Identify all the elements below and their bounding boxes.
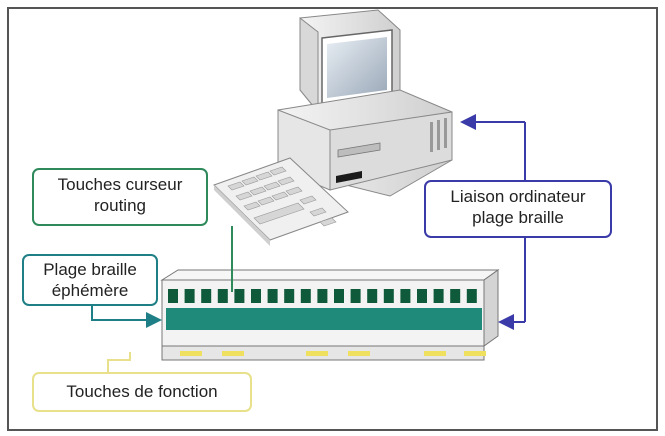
function-key <box>306 351 328 356</box>
callout-touches-de-fonction: Touches de fonction <box>32 372 252 412</box>
callout-routing-line2: routing <box>94 196 146 215</box>
routing-key <box>201 289 212 303</box>
routing-key <box>284 289 295 303</box>
routing-key <box>317 289 328 303</box>
function-key <box>348 351 370 356</box>
braille-cells <box>166 308 482 330</box>
routing-key <box>367 289 378 303</box>
callout-plage-line1: Plage braille <box>43 260 137 279</box>
routing-key <box>400 289 411 303</box>
routing-key <box>217 289 228 303</box>
routing-key <box>234 289 245 303</box>
routing-key <box>383 289 394 303</box>
fonction-connector <box>107 352 131 372</box>
callout-plage-line2: éphémère <box>51 281 129 300</box>
computer-icon <box>277 9 453 197</box>
routing-key <box>267 289 278 303</box>
braille-display <box>160 269 500 361</box>
function-key <box>180 351 202 356</box>
routing-key <box>184 289 195 303</box>
routing-key <box>417 289 427 303</box>
routing-key <box>334 289 344 303</box>
callout-plage-braille-ephemere: Plage braille éphémère <box>22 254 158 306</box>
keyboard-icon <box>213 157 349 246</box>
callout-liaison-line2: plage braille <box>472 208 564 227</box>
routing-key <box>350 289 361 303</box>
callout-fonction-line1: Touches de fonction <box>66 382 218 401</box>
plage-connector <box>91 306 162 328</box>
routing-key <box>300 289 311 303</box>
routing-key <box>251 289 261 303</box>
routing-keys <box>168 289 477 303</box>
callout-liaison-ordinateur: Liaison ordinateur plage braille <box>424 180 612 238</box>
function-key <box>424 351 446 356</box>
function-key <box>222 351 244 356</box>
callout-liaison-line1: Liaison ordinateur <box>450 187 586 206</box>
routing-key <box>466 289 477 303</box>
callout-touches-curseur-routing: Touches curseur routing <box>32 168 208 226</box>
function-key <box>464 351 486 356</box>
routing-key <box>168 289 178 303</box>
callout-routing-line1: Touches curseur <box>57 175 183 194</box>
routing-key <box>433 289 444 303</box>
function-keys <box>180 351 486 356</box>
routing-key <box>450 289 461 303</box>
